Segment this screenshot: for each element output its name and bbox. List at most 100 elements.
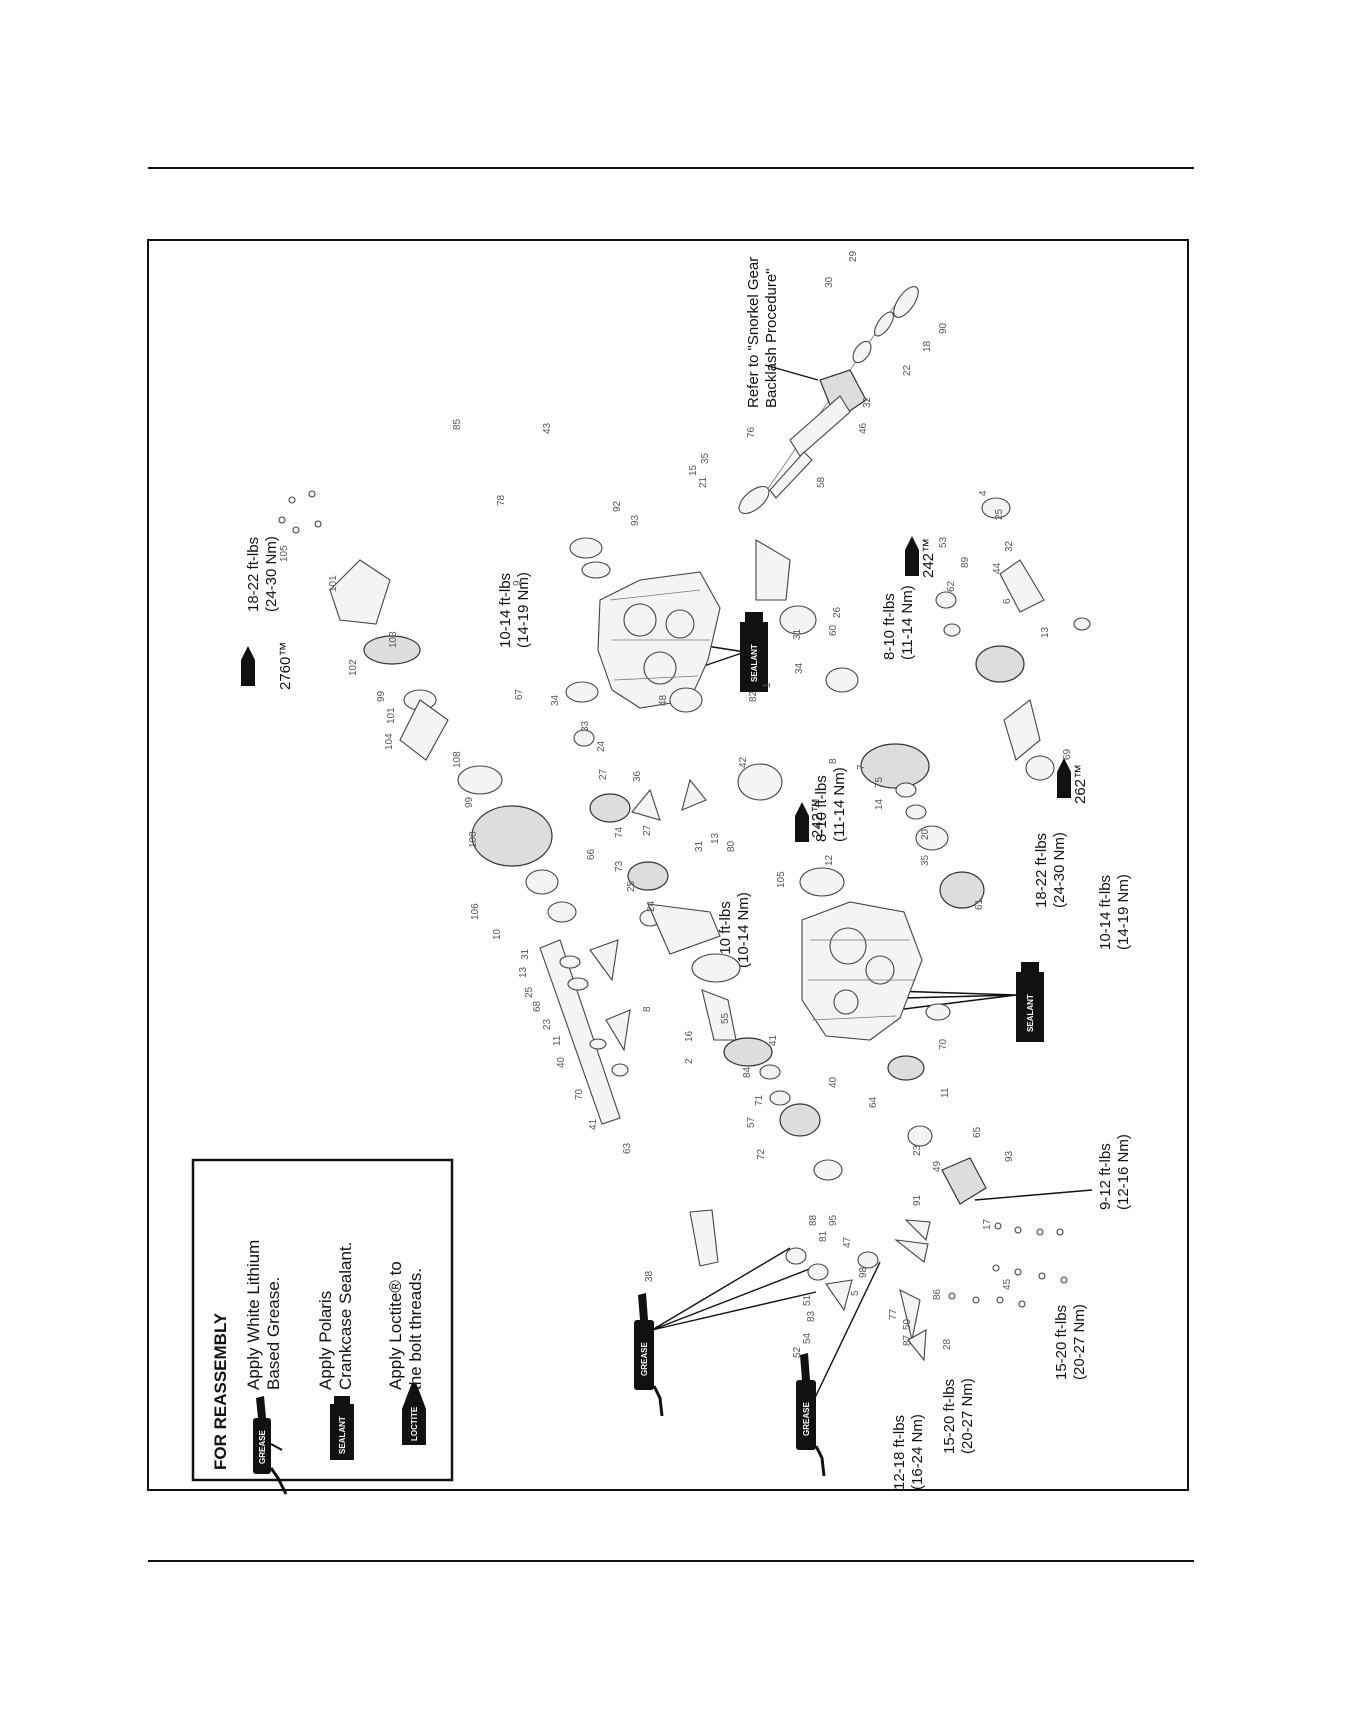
legend-sealant-line1: Apply Polaris xyxy=(316,1291,335,1390)
part-callout-28: 28 xyxy=(942,1338,953,1350)
part-callout-32: 32 xyxy=(1004,540,1015,552)
part-callout-8: 8 xyxy=(828,758,839,764)
part-callout-36: 36 xyxy=(632,770,643,782)
part-callout-20: 20 xyxy=(920,828,931,840)
grease-gun-upper: GREASE xyxy=(634,1293,664,1417)
part-callout-57: 57 xyxy=(746,1116,757,1128)
legend-sealant-line2: Crankcase Sealant. xyxy=(336,1242,355,1390)
loctite-262: 262™ xyxy=(1057,758,1089,804)
torque-spec-2: 10-14 ft-lbs (14-19 Nm) xyxy=(497,572,532,648)
sealant-tube-upper: SEALANT xyxy=(740,612,768,692)
part-callout-25: 25 xyxy=(524,986,535,998)
part-callout-13: 13 xyxy=(518,966,529,978)
part-callout-98: 98 xyxy=(858,1266,869,1278)
part-callout-7: 7 xyxy=(856,764,867,770)
part-callout-100: 100 xyxy=(468,831,479,848)
part-callout-101: 101 xyxy=(328,575,339,592)
grease-lower-leader xyxy=(811,1261,881,1405)
part-callout-89: 89 xyxy=(960,556,971,568)
part-callout-78: 78 xyxy=(496,494,507,506)
part-callout-4: 4 xyxy=(978,490,989,496)
part-callout-29: 29 xyxy=(848,250,859,262)
part-callout-50: 50 xyxy=(902,1318,913,1330)
part-callout-88: 88 xyxy=(808,1214,819,1226)
part-callout-48: 48 xyxy=(658,694,669,706)
svg-text:(10-14 Nm): (10-14 Nm) xyxy=(735,892,752,968)
svg-text:GREASE: GREASE xyxy=(258,1430,267,1464)
part-callout-14: 14 xyxy=(874,798,885,810)
part-callout-72: 72 xyxy=(756,1148,767,1160)
right-shaft-cluster xyxy=(755,497,1091,909)
part-callout-71: 71 xyxy=(754,1094,765,1106)
part-callout-27: 27 xyxy=(642,824,653,836)
legend-loctite-icon: LOCTITE xyxy=(402,1383,426,1445)
part-callout-87: 87 xyxy=(902,1334,913,1346)
sealant-tube-lower: SEALANT xyxy=(1016,962,1044,1042)
part-callout-65: 65 xyxy=(972,1126,983,1138)
grease-gun-lower: GREASE xyxy=(796,1353,826,1477)
part-callout-76: 76 xyxy=(746,426,757,438)
svg-text:(14-19 Nm): (14-19 Nm) xyxy=(1115,874,1132,950)
part-callout-53: 53 xyxy=(938,536,949,548)
part-callout-11: 11 xyxy=(552,1035,563,1046)
bolt-set xyxy=(278,490,1068,1308)
svg-text:GREASE: GREASE xyxy=(640,1342,649,1376)
torque-spec-4: 8-10 ft-lbs (11-14 Nm) xyxy=(813,767,848,842)
torque-spec-3: 8-10 ft-lbs (11-14 Nm) xyxy=(881,585,916,660)
part-callout-17: 17 xyxy=(982,1218,993,1230)
loctite-242-a: 242™ xyxy=(905,536,937,578)
part-callout-40: 40 xyxy=(556,1056,567,1068)
part-callout-23: 23 xyxy=(542,1018,553,1030)
part-callout-92: 92 xyxy=(612,500,623,512)
grease-upper-leader xyxy=(651,1247,817,1331)
svg-text:(11-14 Nm): (11-14 Nm) xyxy=(831,767,848,842)
svg-text:9-12 ft-lbs: 9-12 ft-lbs xyxy=(1097,1143,1114,1210)
part-callout-23: 23 xyxy=(912,1144,923,1156)
part-callout-35: 35 xyxy=(920,854,931,866)
part-callout-90: 90 xyxy=(938,322,949,334)
part-callout-22: 22 xyxy=(902,364,913,376)
part-callout-74: 74 xyxy=(614,826,625,838)
header-rule xyxy=(148,167,1194,169)
svg-text:18-22 ft-lbs: 18-22 ft-lbs xyxy=(245,537,262,612)
part-callout-21: 21 xyxy=(698,476,709,488)
part-callout-9: 9 xyxy=(512,580,523,586)
part-callout-68: 68 xyxy=(532,1000,543,1012)
part-callout-52: 52 xyxy=(792,1346,803,1358)
svg-text:(24-30 Nm): (24-30 Nm) xyxy=(263,536,280,612)
bottom-cover-assembly xyxy=(689,1125,987,1362)
part-callout-69: 69 xyxy=(1062,748,1073,760)
torque-spec-5: 7-10 ft-lbs (10-14 Nm) xyxy=(717,892,752,968)
part-callout-104: 104 xyxy=(384,733,395,750)
svg-text:(12-16 Nm): (12-16 Nm) xyxy=(1115,1134,1132,1210)
part-callout-13: 13 xyxy=(1040,626,1051,638)
part-callout-85: 85 xyxy=(452,418,463,430)
part-callout-34: 34 xyxy=(550,694,561,706)
part-callout-11: 11 xyxy=(940,1087,951,1098)
snorkel-shaft-assembly xyxy=(738,286,919,515)
part-callout-70: 70 xyxy=(938,1038,949,1050)
snorkel-gear-note: Refer to "Snorkel Gear Backlash Procedur… xyxy=(745,257,780,408)
loctite-2760: 2760™ xyxy=(241,642,294,690)
part-callout-33: 33 xyxy=(580,720,591,732)
part-callout-16: 16 xyxy=(684,1030,695,1042)
part-callout-25: 25 xyxy=(626,880,637,892)
part-callout-86: 86 xyxy=(932,1288,943,1300)
torque-spec-9: 12-18 ft-lbs (16-24 Nm) xyxy=(891,1414,926,1490)
legend-loctite-line2: the bolt threads. xyxy=(406,1268,425,1390)
part-callout-31: 31 xyxy=(792,628,803,640)
part-callout-60: 60 xyxy=(828,624,839,636)
svg-text:SEALANT: SEALANT xyxy=(1026,994,1035,1032)
part-callout-25: 25 xyxy=(994,508,1005,520)
legend-loctite-line1: Apply Loctite® to xyxy=(386,1261,405,1390)
svg-text:242™: 242™ xyxy=(809,798,826,838)
part-callout-64: 64 xyxy=(868,1096,879,1108)
svg-text:242™: 242™ xyxy=(920,538,937,578)
note-line1: Refer to "Snorkel Gear xyxy=(745,257,762,408)
part-callout-24: 24 xyxy=(596,740,607,752)
part-callout-101: 101 xyxy=(386,707,397,724)
part-callout-102: 102 xyxy=(348,659,359,676)
part-callout-67: 67 xyxy=(514,688,525,700)
part-callout-12: 12 xyxy=(824,854,835,866)
legend-sealant-icon: SEALANT xyxy=(330,1396,354,1460)
